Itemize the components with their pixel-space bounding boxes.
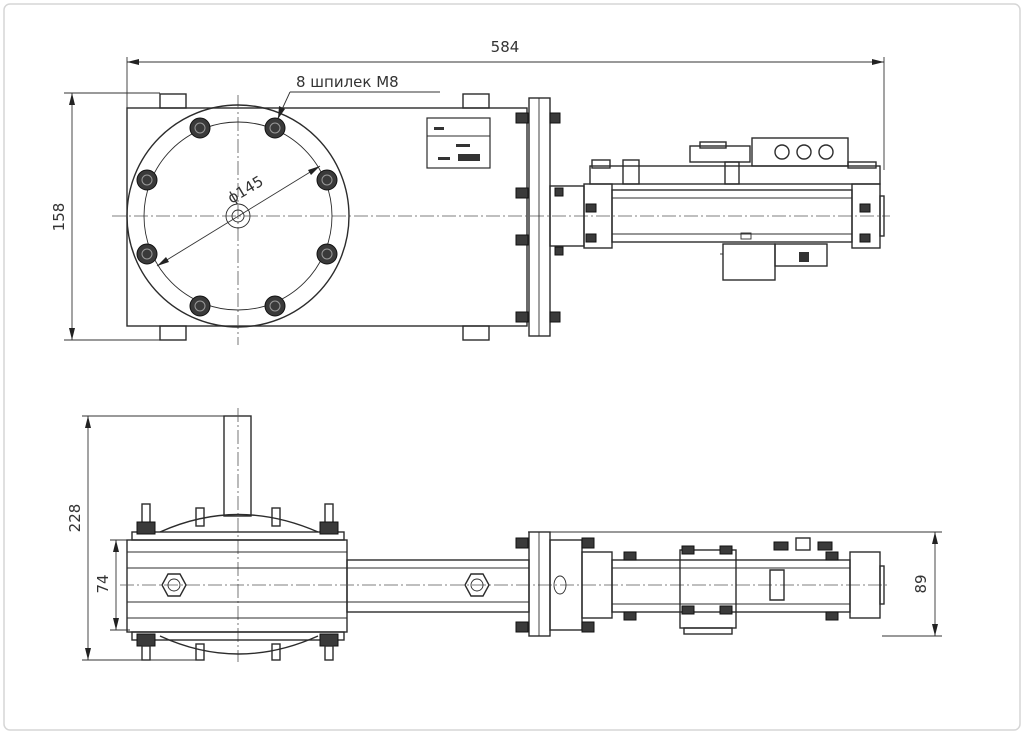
front-studs-bottom: [136, 633, 339, 661]
flange-bolts: [515, 112, 564, 323]
solenoid-box: [720, 243, 828, 281]
front-fittings: [769, 537, 833, 601]
flange-outer-circle: [126, 104, 350, 328]
actuator-height-label: 89: [912, 574, 930, 593]
blade-nuts: [161, 573, 490, 597]
front-view: 228 74 89: [66, 408, 942, 662]
top-dome: [159, 513, 319, 533]
body-lug: [462, 325, 490, 341]
total-height-label: 228: [66, 504, 84, 533]
top-height-label: 158: [50, 203, 68, 232]
stem-pipe: [223, 415, 252, 517]
bolt-circle: [143, 121, 333, 311]
stud-callout-label: 8 шпилек М8: [296, 73, 399, 91]
studs: [136, 117, 338, 317]
center-hole: [231, 209, 245, 223]
body-lug: [462, 93, 490, 109]
nameplate: [426, 117, 491, 169]
total-height-dimension: 228: [66, 415, 240, 661]
flange-height-dimension: 74: [94, 539, 130, 631]
bottom-dome: [159, 635, 319, 655]
center-hub: [225, 203, 251, 229]
valve-manifold: [589, 137, 881, 185]
body-lug: [159, 93, 187, 109]
front-cylinder: [581, 551, 885, 621]
flange-height-label: 74: [94, 574, 112, 593]
drawing-frame: [3, 3, 1021, 731]
actuator-height-dimension: 89: [528, 531, 942, 637]
overall-length-label: 584: [491, 38, 520, 56]
bolt-circle-label: ϕ145: [224, 172, 266, 207]
mounting-flange: [528, 97, 551, 337]
stud-callout: 8 шпилек М8: [277, 73, 440, 119]
top-height-dimension: 158: [50, 92, 160, 341]
front-mounting-flange: [528, 531, 551, 637]
pneumatic-cylinder: [583, 183, 885, 249]
top-view: 584 158: [50, 38, 890, 345]
body-lug: [159, 325, 187, 341]
overall-length-dimension: 584: [126, 38, 885, 170]
front-solenoid: [679, 545, 737, 635]
front-studs-top: [136, 503, 339, 535]
